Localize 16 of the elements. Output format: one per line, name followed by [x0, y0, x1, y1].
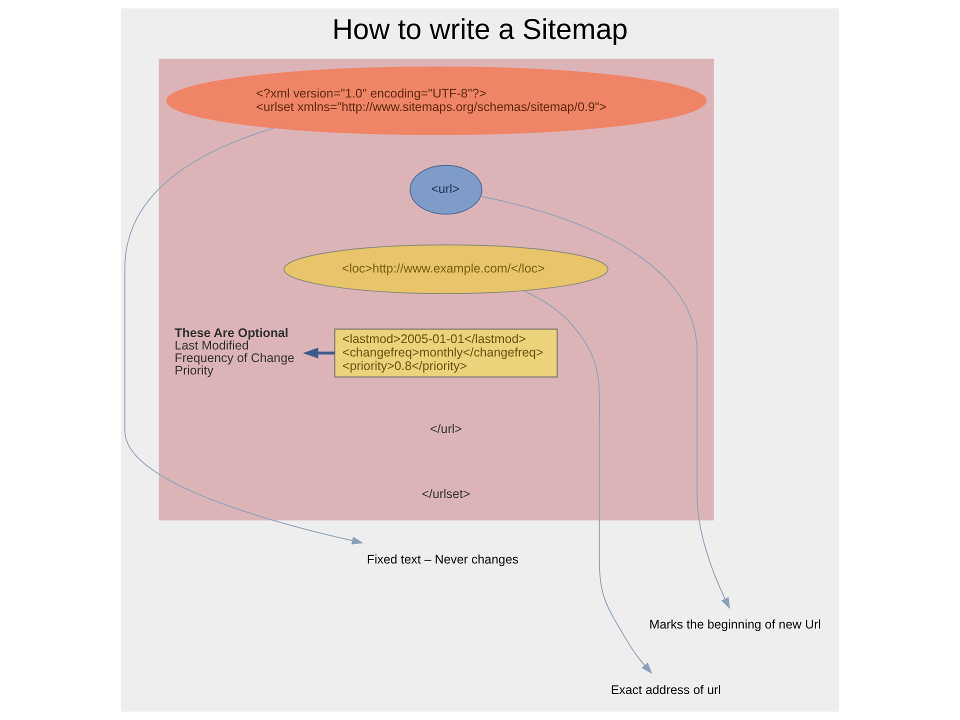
node-ellipse: <loc>http://www.example.com/</loc>	[283, 244, 608, 294]
arrow	[523, 290, 652, 674]
node-box: <lastmod>2005-01-01</lastmod> <changefreq>monthly</changefreq> <priority>0.8</priority>	[334, 328, 558, 378]
arrow	[480, 196, 730, 610]
node-text: These Are Optional Last Modified Frequency of Change Priority	[174, 326, 294, 378]
arrow	[124, 128, 364, 545]
node-text: Exact address of url	[610, 682, 721, 697]
node-text: Marks the beginning of new Url	[649, 618, 821, 632]
diagram-title: How to write a Sitemap	[332, 14, 628, 46]
node-ellipse: <?xml version="1.0" encoding="UTF-8"?> <urlset xmlns="http://www.sitemaps.org/schemas/sitemap/0.9">	[166, 66, 707, 135]
node-ellipse: <url>	[410, 164, 482, 215]
arrow	[302, 348, 335, 358]
label: </url>	[430, 422, 462, 436]
cluster	[158, 58, 714, 520]
node-text: Fixed text – Never changes	[366, 552, 518, 566]
label: </urlset>	[422, 487, 470, 502]
